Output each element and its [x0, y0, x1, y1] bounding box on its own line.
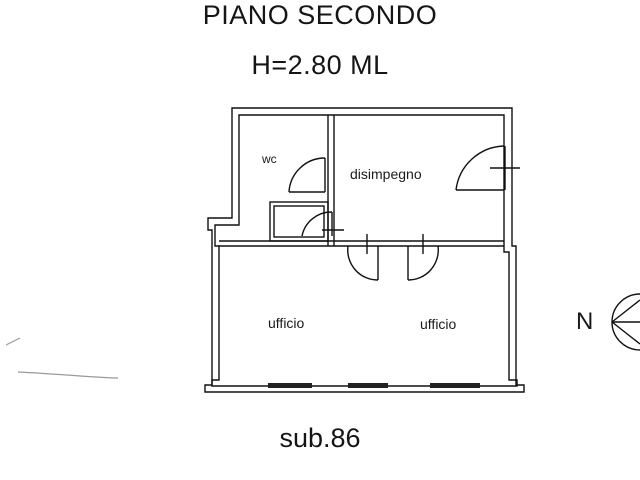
room-label-ufficio-left: ufficio	[268, 315, 305, 331]
wc-door-swing	[288, 157, 326, 193]
compass-needle-sw	[611, 321, 640, 345]
handwritten-underline	[17, 371, 119, 379]
room-label-ufficio-right: ufficio	[420, 316, 457, 332]
window-2	[348, 383, 388, 388]
outer-wall-inner	[211, 114, 518, 387]
entrance-door-swing	[455, 145, 505, 191]
north-label: N	[576, 308, 594, 335]
handwritten-stroke	[5, 337, 21, 346]
window-3	[430, 383, 480, 388]
compass-needle-nw	[611, 299, 640, 323]
sub-label: sub.86	[279, 423, 361, 453]
closet-inner	[273, 205, 325, 238]
closet-door-swing	[301, 211, 333, 237]
outer-wall-outer	[204, 107, 525, 393]
floor-title: PIANO SECONDO	[202, 0, 438, 30]
left-office-door-swing	[347, 245, 379, 281]
window-1	[268, 383, 312, 388]
room-label-disimpegno: disimpegno	[350, 166, 422, 182]
right-office-door-swing	[407, 245, 439, 281]
room-label-wc: wc	[262, 152, 277, 166]
ceiling-height-label: H=2.80 ML	[251, 50, 389, 80]
closet	[269, 201, 329, 242]
